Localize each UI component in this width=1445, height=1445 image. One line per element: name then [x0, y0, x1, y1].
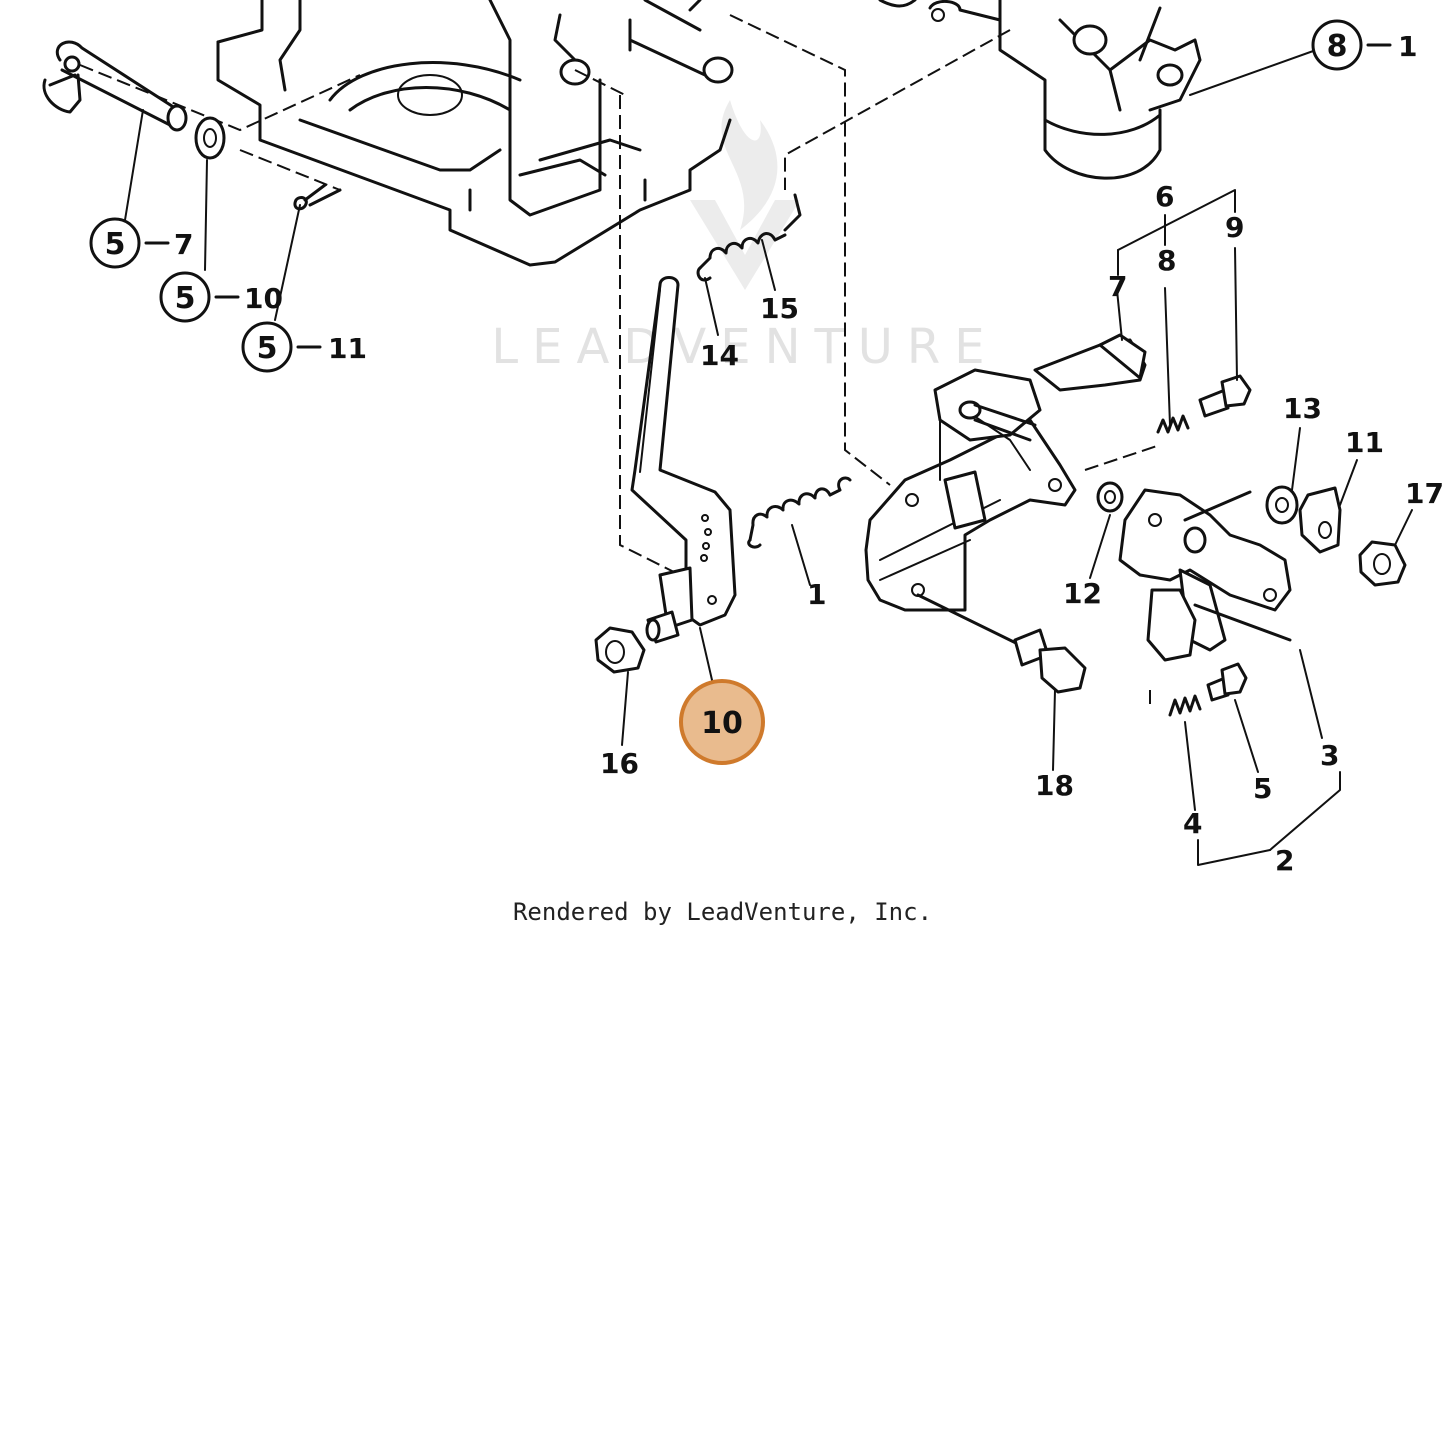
label-4: 4 — [1183, 807, 1202, 840]
part-18-bolt — [916, 593, 1087, 694]
part-9-bolt — [1198, 374, 1252, 418]
label-18: 18 — [1035, 769, 1074, 802]
callout-8-1: 8 1 — [1311, 19, 1417, 71]
linkage-dashed-lines — [79, 14, 1161, 710]
callout-8-1-circle-text: 8 — [1327, 29, 1348, 64]
label-3: 3 — [1320, 739, 1339, 772]
carburetor — [878, 0, 1202, 180]
engine-block — [216, 0, 734, 267]
part-10-governor-arm — [630, 276, 737, 644]
watermark-text: LEADVENTURE — [491, 319, 998, 375]
label-8: 8 — [1157, 244, 1176, 277]
part-15-spring — [696, 193, 802, 282]
part-4-spring — [1168, 694, 1202, 717]
label-9: 9 — [1225, 211, 1244, 244]
label-1: 1 — [807, 578, 826, 611]
label-2: 2 — [1275, 844, 1294, 877]
part-5-10-washer — [194, 116, 226, 160]
callout-5-10-suffix: 10 — [244, 282, 283, 315]
label-5: 5 — [1253, 772, 1272, 805]
callout-5-11-circle-text: 5 — [257, 331, 278, 366]
callout-5-7: 5 7 — [89, 217, 193, 269]
leader-lines — [124, 44, 1413, 866]
part-number-labels: 1 2 3 4 5 6 7 8 9 11 12 13 14 15 16 17 1… — [600, 180, 1444, 877]
label-13: 13 — [1283, 392, 1322, 425]
label-12: 12 — [1063, 577, 1102, 610]
callout-5-7-circle-text: 5 — [105, 227, 126, 262]
callout-10-highlighted[interactable]: 10 — [679, 679, 765, 765]
callout-5-10: 5 10 — [159, 271, 283, 323]
label-16: 16 — [600, 747, 639, 780]
label-15: 15 — [760, 292, 799, 325]
part-3-lever — [1118, 488, 1292, 662]
part-1-spring — [747, 476, 852, 549]
part-5-7-rod — [42, 40, 188, 132]
watermark: LEADVENTURE — [491, 100, 998, 375]
callout-5-11-suffix: 11 — [328, 332, 367, 365]
label-11: 11 — [1345, 426, 1384, 459]
label-7: 7 — [1108, 270, 1127, 303]
part-13-washer — [1265, 485, 1299, 525]
part-8-spring — [1156, 414, 1190, 434]
callout-5-10-circle-text: 5 — [175, 281, 196, 316]
callout-5-7-suffix: 7 — [174, 228, 193, 261]
label-6: 6 — [1155, 180, 1174, 213]
part-16-nut — [594, 626, 646, 674]
callout-8-1-suffix: 1 — [1398, 30, 1417, 63]
label-14: 14 — [700, 339, 739, 372]
part-5-11-clip — [293, 183, 342, 211]
part-5-bolt — [1206, 662, 1248, 702]
part-11-cam — [1298, 486, 1342, 554]
part-12-washer — [1096, 481, 1124, 513]
callout-5-11: 5 11 — [241, 321, 367, 373]
callout-10-text: 10 — [701, 706, 743, 741]
part-17-nut — [1358, 540, 1407, 587]
render-credit: Rendered by LeadVenture, Inc. — [512, 898, 933, 926]
label-17: 17 — [1405, 477, 1444, 510]
control-bracket — [864, 333, 1147, 612]
